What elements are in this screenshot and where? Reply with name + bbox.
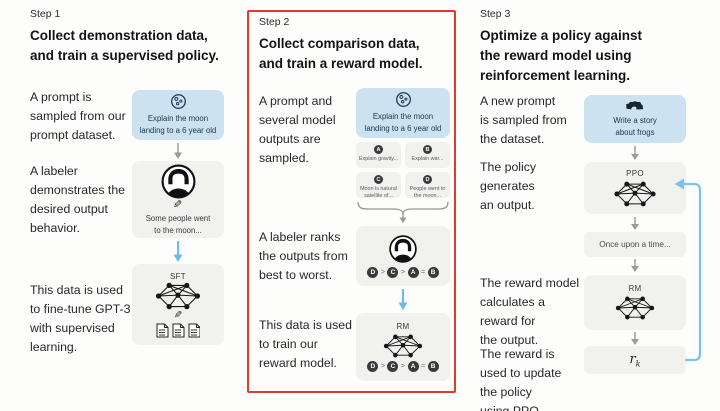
step3-caption-reward: The reward model calculates a reward for… bbox=[480, 276, 580, 348]
step3-caption-update: The reward is used to update the policy … bbox=[480, 347, 562, 411]
output-badge: C bbox=[374, 175, 383, 184]
output-badge: D bbox=[423, 175, 432, 184]
moon-icon bbox=[170, 94, 186, 110]
ppo-label: PPO bbox=[626, 168, 644, 178]
output-cell-d: D People went to the moon... bbox=[405, 172, 450, 200]
pencil-icon: ✎ bbox=[173, 309, 183, 321]
step1-prompt-box: Explain the moon landing to a 6 year old bbox=[132, 90, 224, 140]
down-arrow-icon bbox=[631, 332, 639, 345]
network-icon bbox=[155, 282, 201, 309]
step1-title: Collect demonstration data, and train a … bbox=[30, 28, 219, 63]
step2-title: Collect comparison data, and train a rew… bbox=[259, 36, 423, 71]
rank-separator: > bbox=[400, 269, 406, 276]
rank-badge: A bbox=[407, 361, 419, 372]
step3-reward-box: rk bbox=[584, 346, 686, 374]
down-arrow-icon bbox=[631, 146, 639, 160]
labeler-icon bbox=[161, 164, 195, 199]
rank-separator: > bbox=[400, 363, 406, 370]
blue-down-arrow-icon bbox=[398, 289, 408, 310]
step3-title: Optimize a policy against the reward mod… bbox=[480, 28, 643, 83]
rank-badge: B bbox=[427, 361, 439, 372]
brace-icon bbox=[357, 201, 449, 223]
step3-rm-box: RM bbox=[584, 275, 686, 330]
documents-icon bbox=[156, 323, 200, 337]
step1-labeler-output: Some people went to the moon... bbox=[145, 214, 211, 235]
output-cell-c: C Moon is natural satellite of... bbox=[356, 172, 401, 200]
step1-label: Step 1 bbox=[30, 8, 61, 20]
step1-labeler-box: ✎ Some people went to the moon... bbox=[132, 161, 224, 238]
step2-prompt-box: Explain the moon landing to a 6 year old bbox=[356, 88, 450, 138]
step3-prompt-text: Write a story about frogs bbox=[613, 116, 657, 137]
step2-label: Step 2 bbox=[259, 16, 290, 28]
rm-label: RM bbox=[628, 284, 642, 293]
ranking-row: D > C > A = B bbox=[367, 267, 439, 278]
network-icon bbox=[383, 334, 423, 358]
step2-prompt-text: Explain the moon landing to a 6 year old bbox=[364, 112, 442, 133]
step2-caption-prompt: A prompt and several model outputs are s… bbox=[259, 94, 336, 166]
labeler-icon bbox=[389, 235, 417, 263]
network-icon bbox=[615, 296, 655, 320]
step3-label: Step 3 bbox=[480, 8, 511, 20]
step1-prompt-text: Explain the moon landing to a 6 year old bbox=[139, 114, 217, 135]
step2-highlight-frame bbox=[247, 10, 456, 393]
blue-down-arrow-icon bbox=[173, 241, 183, 262]
rank-separator: > bbox=[380, 363, 385, 370]
rank-separator: = bbox=[421, 269, 426, 276]
rank-badge: D bbox=[367, 267, 379, 278]
output-cell-b: B Explain war... bbox=[405, 142, 450, 168]
step1-caption-prompt: A prompt is sampled from our prompt data… bbox=[30, 90, 126, 143]
step2-outputs-grid: A Explain gravity... B Explain war... C … bbox=[356, 142, 450, 200]
ranking-row: D > C > A = B bbox=[367, 361, 439, 372]
output-text: Explain gravity... bbox=[358, 156, 399, 162]
output-text: Explain war... bbox=[411, 156, 444, 162]
step2-labeler-box: D > C > A = B bbox=[356, 226, 450, 286]
reward-symbol: rk bbox=[629, 352, 640, 369]
rank-separator: > bbox=[380, 269, 385, 276]
step1-sft-box: SFT ✎ bbox=[132, 264, 224, 345]
step3-caption-policy: The policy generates an output. bbox=[480, 160, 537, 213]
step3-caption-prompt: A new prompt is sampled from the dataset… bbox=[480, 94, 567, 147]
down-arrow-icon bbox=[174, 143, 182, 159]
moon-icon bbox=[395, 92, 411, 108]
reward-symbol-sub: k bbox=[635, 359, 641, 369]
down-arrow-icon bbox=[631, 259, 639, 272]
rank-badge: A bbox=[407, 267, 419, 278]
step2-caption-train: This data is used to train our reward mo… bbox=[259, 318, 352, 371]
output-badge: B bbox=[423, 145, 432, 154]
rank-badge: D bbox=[367, 361, 379, 372]
sft-label: SFT bbox=[169, 271, 186, 281]
rank-badge: C bbox=[387, 267, 399, 278]
step3-output-text: Once upon a time... bbox=[599, 239, 671, 249]
step3-prompt-box: Write a story about frogs bbox=[584, 95, 686, 143]
output-badge: A bbox=[374, 145, 383, 154]
rank-badge: B bbox=[427, 267, 439, 278]
step2-caption-rank: A labeler ranks the outputs from best to… bbox=[259, 230, 348, 283]
output-text: Moon is natural satellite of... bbox=[360, 186, 397, 200]
rank-badge: C bbox=[387, 361, 399, 372]
reward-symbol-base: r bbox=[629, 351, 636, 367]
frog-icon bbox=[626, 101, 644, 110]
step2-rm-box: RM D > C > A = B bbox=[356, 313, 450, 381]
step3-output-box: Once upon a time... bbox=[584, 232, 686, 257]
pencil-icon: ✎ bbox=[173, 199, 183, 212]
output-cell-a: A Explain gravity... bbox=[356, 142, 401, 168]
down-arrow-icon bbox=[631, 217, 639, 230]
feedback-arrow-icon bbox=[674, 178, 702, 362]
step3-ppo-box: PPO bbox=[584, 162, 686, 214]
rank-separator: = bbox=[421, 363, 426, 370]
network-icon bbox=[614, 181, 656, 206]
step1-caption-labeler: A labeler demonstrates the desired outpu… bbox=[30, 164, 126, 236]
step1-caption-finetune: This data is used to fine-tune GPT-3 wit… bbox=[30, 283, 131, 355]
output-text: People went to the moon... bbox=[409, 186, 446, 200]
rm-label: RM bbox=[396, 322, 410, 331]
